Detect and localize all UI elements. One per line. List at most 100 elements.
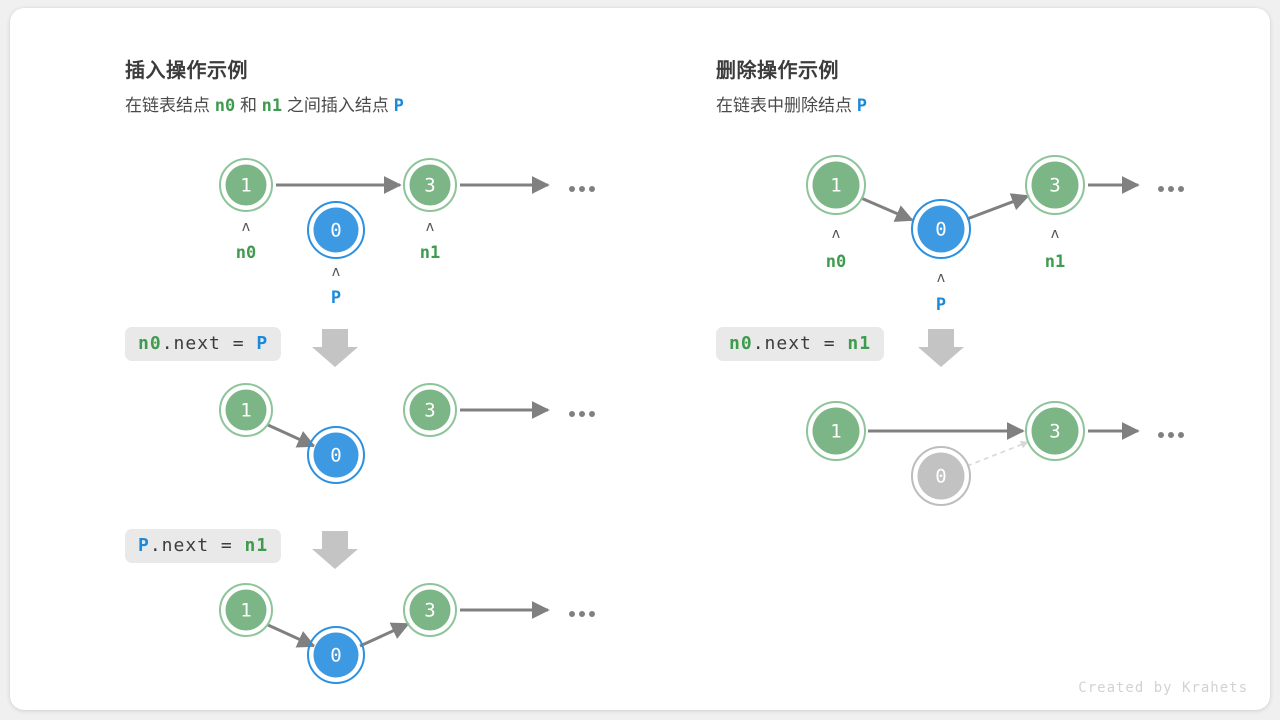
node-0-removed-gap: [916, 451, 966, 501]
code-n0-next-n1-token-3: n1: [847, 333, 872, 354]
pointer-p-caret-icon: ʌ: [937, 270, 945, 286]
pointer-n0-caret-icon: ʌ: [832, 226, 840, 242]
pointer-n1-caret-icon: ʌ: [426, 219, 434, 235]
edges-group: [267, 176, 1140, 648]
node-3-gap: [1030, 160, 1080, 210]
node-0-value: 0: [330, 445, 341, 467]
node-0: 0: [307, 201, 365, 259]
node-1-gap: [224, 388, 268, 432]
node-0: 0: [307, 626, 365, 684]
node-3-value: 3: [424, 600, 435, 622]
node-1-value: 1: [240, 600, 251, 622]
node-3-fill: [409, 164, 451, 206]
ellipsis-marker: [569, 186, 595, 192]
node-0: 0: [307, 426, 365, 484]
code-n0-next-p-token-2: .next =: [161, 333, 257, 354]
node-3-fill: [409, 589, 451, 631]
ellipsis-marker-dot-2: [1168, 186, 1174, 192]
pointer-n1-label: n1: [1045, 252, 1065, 272]
code-p-next-n1-token-2: .next =: [149, 535, 245, 556]
left-subtitle-suffix: 之间插入结点: [282, 96, 394, 115]
code-p-next-n1-token-3: n1: [244, 535, 269, 556]
node-3-fill: [409, 389, 451, 431]
ellipsis-marker-dot-2: [579, 411, 585, 417]
node-0: 0: [911, 199, 971, 259]
node-0-value: 0: [330, 220, 341, 242]
node-0-ring: [911, 199, 971, 259]
ellipsis-marker-dot-1: [569, 611, 575, 617]
node-1: 1: [219, 383, 273, 437]
pointer-n0-caret-icon: ʌ: [242, 219, 250, 235]
node-0-fill: [313, 207, 359, 253]
node-3-gap: [1030, 406, 1080, 456]
node-3-fill: [1031, 407, 1079, 455]
node-0-fill: [313, 432, 359, 478]
edge-1-to-0: [860, 196, 914, 222]
left-subtitle-n1: n1: [261, 96, 283, 116]
node-3: 3: [1025, 401, 1085, 461]
node-1-gap: [224, 588, 268, 632]
ellipsis-marker-dot-3: [1178, 186, 1184, 192]
down-arrow-1-shape: [312, 329, 358, 367]
node-1: 1: [219, 583, 273, 637]
pointer-n1: ʌ n1: [420, 219, 440, 263]
ellipsis-marker-dot-1: [569, 186, 575, 192]
ellipsis-marker: [569, 411, 595, 417]
left-subtitle-mid: 和: [235, 96, 262, 115]
node-1-fill: [225, 589, 267, 631]
node-0-removed: 0: [911, 446, 971, 506]
node-0-value: 0: [330, 645, 341, 667]
node-0-fill: [313, 632, 359, 678]
pointer-n0-label: n0: [826, 252, 846, 272]
node-3-value: 3: [424, 175, 435, 197]
node-3: 3: [403, 383, 457, 437]
pointer-p-label: P: [331, 288, 341, 308]
left-panel-subtitle: 在链表结点 n0 和 n1 之间插入结点 P: [125, 91, 404, 116]
node-1-gap: [811, 160, 861, 210]
ellipsis-marker-dot-2: [1168, 432, 1174, 438]
ellipsis-marker-dot-3: [589, 611, 595, 617]
node-1: 1: [806, 155, 866, 215]
node-0-removed-ring: [911, 446, 971, 506]
node-1-gap: [811, 406, 861, 456]
down-arrow-2-shape: [312, 531, 358, 569]
code-p-next-n1: P.next = n1: [125, 529, 282, 563]
node-0-gap: [312, 431, 360, 479]
node-0-ring: [307, 626, 365, 684]
node-3-gap: [408, 388, 452, 432]
ellipsis-marker-dot-2: [579, 611, 585, 617]
pointer-n1-label: n1: [420, 243, 440, 263]
pointer-n1: ʌ n1: [1045, 226, 1065, 272]
node-3-ring: [403, 158, 457, 212]
right-subtitle-prefix: 在链表中删除结点: [716, 96, 857, 115]
code-n0-next-p: n0.next = P: [125, 327, 282, 361]
edge-0-to-3: [359, 622, 410, 648]
pointer-n0: ʌ n0: [826, 226, 846, 272]
edge-1-to-0: [267, 623, 316, 648]
down-arrow-2-icon: [312, 531, 358, 569]
node-3: 3: [403, 158, 457, 212]
code-n0-next-p-token-1: n0: [138, 333, 162, 354]
diagram-card: 插入操作示例 在链表结点 n0 和 n1 之间插入结点 P 删除操作示例 在链表…: [10, 8, 1270, 710]
node-1-ring: [219, 383, 273, 437]
node-1: 1: [219, 158, 273, 212]
code-n0-next-p-token-3: P: [256, 333, 269, 354]
node-0-ring: [307, 426, 365, 484]
pointer-n1-caret-icon: ʌ: [1051, 226, 1059, 242]
node-3-fill: [1031, 161, 1079, 209]
ellipsis-marker-dot-1: [1158, 186, 1164, 192]
node-3-value: 3: [424, 400, 435, 422]
right-subtitle-p: P: [856, 96, 867, 116]
ellipsis-marker-dot-1: [1158, 432, 1164, 438]
node-1-value: 1: [830, 421, 841, 443]
left-panel-title: 插入操作示例: [125, 60, 248, 82]
pointer-p: ʌP: [331, 264, 341, 308]
ellipsis-marker-dot-2: [579, 186, 585, 192]
pointer-p-caret-icon: ʌ: [332, 264, 340, 280]
code-n0-next-n1-token-1: n0: [729, 333, 753, 354]
node-3: 3: [403, 583, 457, 637]
left-subtitle-p: P: [393, 96, 404, 116]
ellipsis-marker: [1158, 432, 1184, 438]
node-3-value: 3: [1049, 421, 1060, 443]
